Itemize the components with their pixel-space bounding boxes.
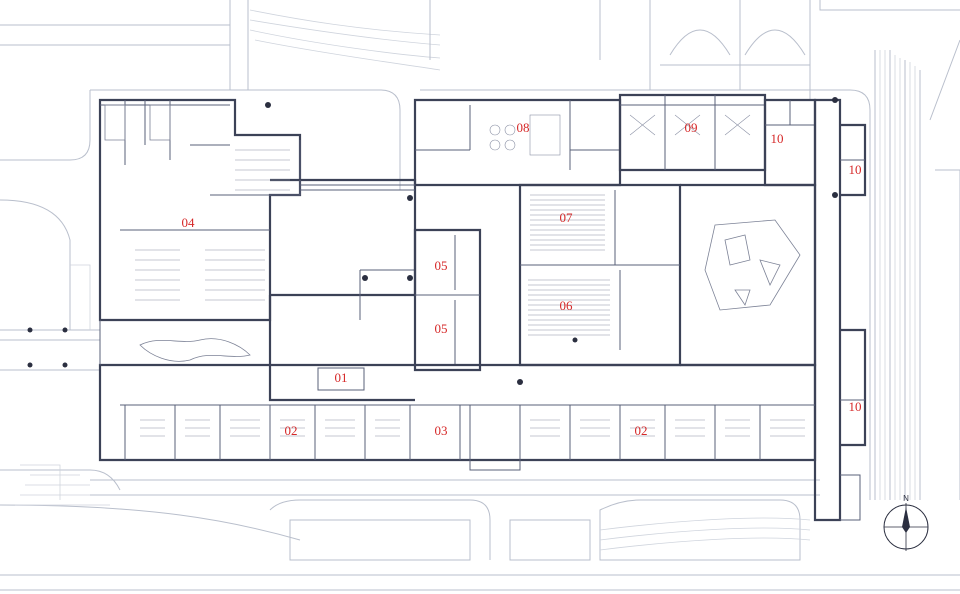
furniture [135, 114, 805, 437]
room-label-05-lower: 05 [435, 321, 448, 336]
structural-columns [27, 97, 838, 385]
room-label-01: 01 [335, 370, 348, 385]
room-label-08: 08 [517, 120, 530, 135]
building-outline [98, 93, 867, 522]
room-label-06: 06 [560, 298, 574, 313]
north-arrow-icon [902, 507, 910, 533]
room-label-10-south: 10 [849, 399, 862, 414]
room-label-07: 07 [560, 210, 574, 225]
library-tables-04 [135, 149, 290, 301]
north-arrow: N [883, 494, 929, 551]
room-label-10-east: 10 [849, 162, 862, 177]
room-label-10-north: 10 [771, 131, 784, 146]
lab-tables-08 [489, 114, 561, 156]
room-label-03: 03 [435, 423, 448, 438]
studio-tables-09 [629, 114, 751, 136]
room-label-02-east: 02 [635, 423, 648, 438]
room-label-09: 09 [685, 120, 698, 135]
room-label-02-west: 02 [285, 423, 298, 438]
room-labels: 01 02 02 03 04 05 05 06 07 08 09 10 10 1… [182, 120, 862, 438]
auditorium-seats-06 [528, 279, 610, 336]
classroom-desks [140, 419, 805, 437]
north-arrow-letter: N [903, 494, 909, 503]
auditorium-seats-07 [530, 194, 605, 251]
room-label-05-upper: 05 [435, 258, 448, 273]
room-label-04: 04 [182, 215, 196, 230]
